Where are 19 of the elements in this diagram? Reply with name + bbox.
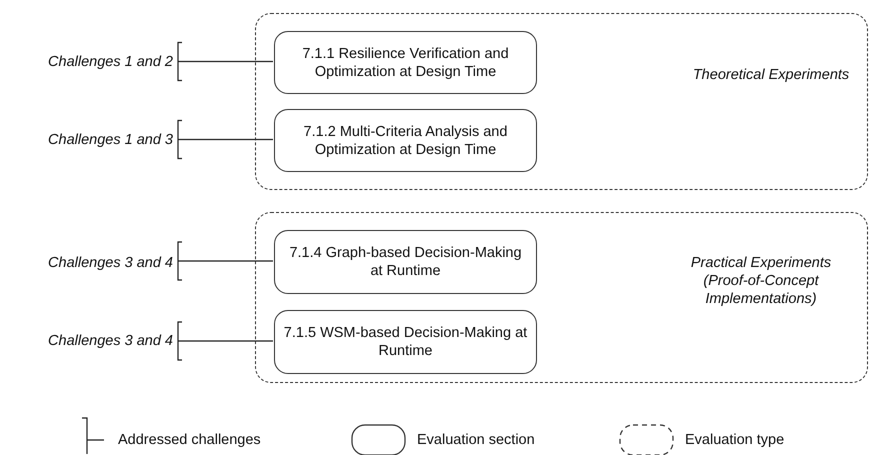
connector-line <box>177 42 273 82</box>
challenges-label: Challenges 1 and 3 <box>0 131 178 149</box>
challenges-label: Challenges 3 and 4 <box>0 332 178 350</box>
legend-label: Addressed challenges <box>118 431 261 449</box>
legend-label: Evaluation section <box>417 431 535 449</box>
legend-label: Evaluation type <box>685 431 784 449</box>
connector-line <box>177 120 273 160</box>
evaluation-type-region <box>255 212 868 383</box>
evaluation-type-region <box>255 13 868 190</box>
challenges-label: Challenges 1 and 2 <box>0 53 178 71</box>
connector-line <box>177 321 273 361</box>
evaluation-section-box: 7.1.4 Graph-based Decision-Making at Runtime <box>274 230 537 294</box>
evaluation-section-box: 7.1.1 Resilience Verification and Optimization at Design Time <box>274 31 537 94</box>
evaluation-type-label: Theoretical Experiments <box>692 66 850 84</box>
connector-line <box>177 241 273 281</box>
evaluation-section-box: 7.1.2 Multi-Criteria Analysis and Optimization at Design Time <box>274 109 537 172</box>
challenges-label: Challenges 3 and 4 <box>0 254 178 272</box>
evaluation-section-box: 7.1.5 WSM-based Decision-Making at Runtime <box>274 310 537 374</box>
evaluation-type-label: Practical Experiments (Proof-of-Concept Implementations) <box>690 254 832 308</box>
